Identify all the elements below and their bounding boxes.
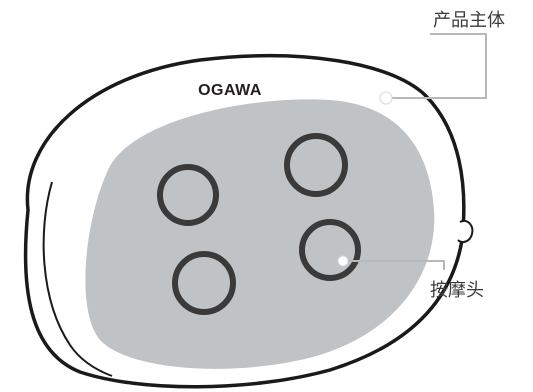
massage-head-4 [299,219,361,281]
massage-head-3 [172,251,236,315]
device-rim-line [42,181,113,377]
callout-line-heads [344,260,445,270]
side-button [457,220,474,243]
callout-dot-body [379,91,393,105]
massage-head-2 [284,133,348,197]
callout-line-body [388,33,487,99]
label-product-body: 产品主体 [433,10,505,31]
brand-logo: OGAWA [198,82,262,99]
callout-dot-heads [337,255,349,267]
massage-heads [157,133,361,315]
massage-head-1 [157,164,219,226]
label-massage-head: 按摩头 [430,280,484,301]
